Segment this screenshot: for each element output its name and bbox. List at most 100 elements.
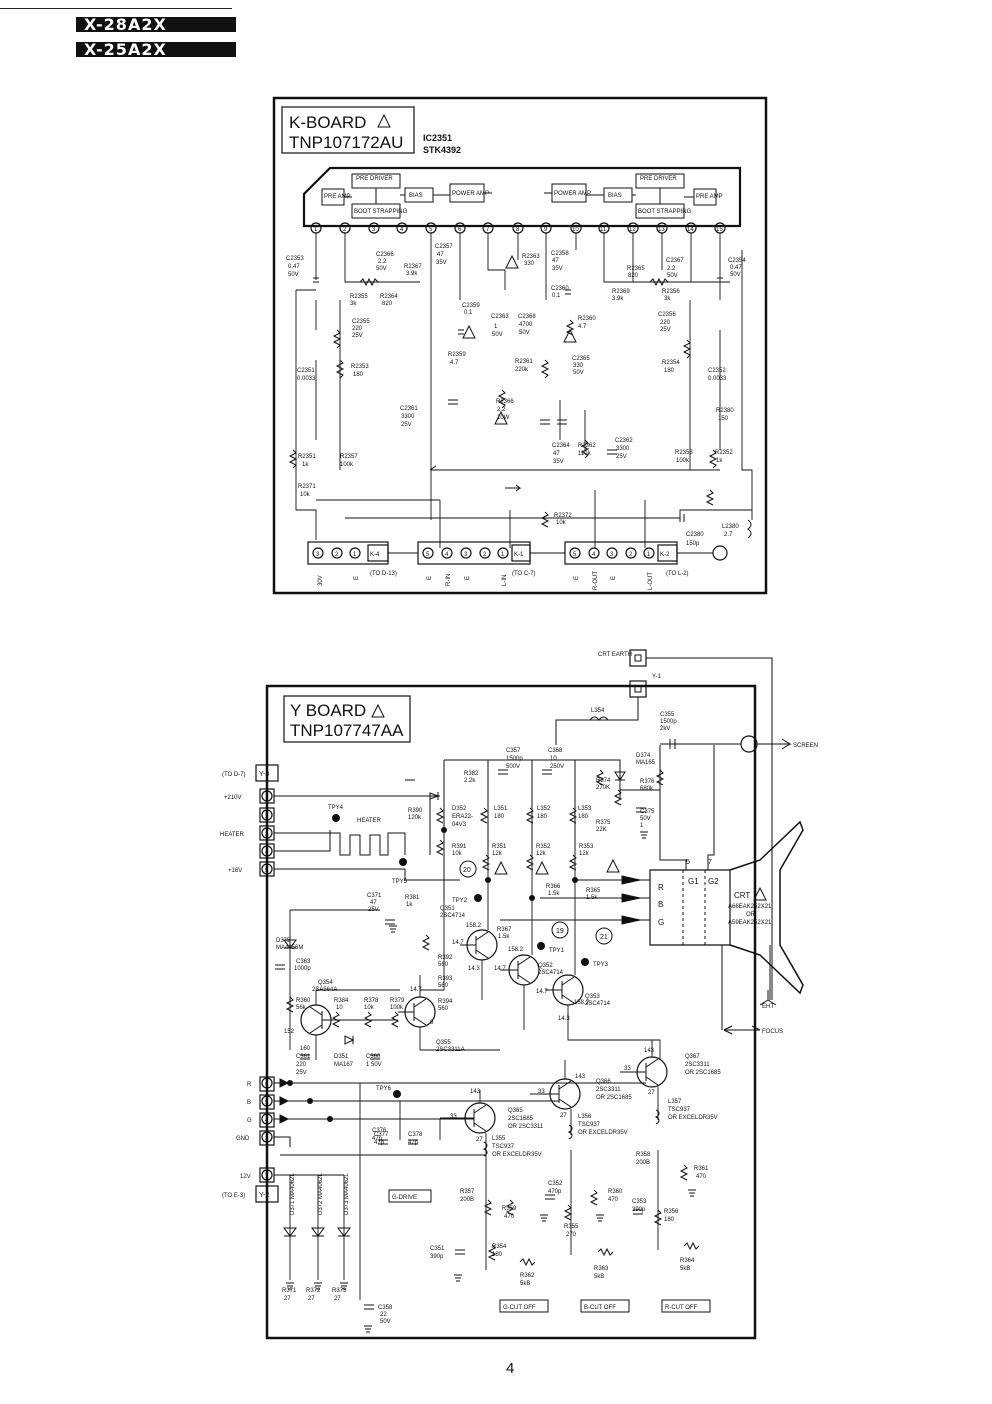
svg-text:35V: 35V <box>552 266 563 272</box>
svg-text:R359: R359 <box>502 1206 517 1212</box>
svg-text:C2359: C2359 <box>462 303 480 309</box>
svg-text:R358: R358 <box>636 1152 651 1158</box>
block-label: BIAS <box>608 193 622 199</box>
svg-text:2SC3311A: 2SC3311A <box>436 1047 465 1053</box>
svg-text:27: 27 <box>334 1296 341 1302</box>
svg-text:1k: 1k <box>406 902 413 908</box>
y1-label: Y-1 <box>652 674 661 680</box>
svg-text:4700: 4700 <box>519 322 533 328</box>
svg-text:50V: 50V <box>376 266 387 272</box>
focus-label: FOCUS <box>762 1029 783 1035</box>
svg-text:180: 180 <box>578 814 589 820</box>
y-board-title-box <box>283 695 411 743</box>
ic-pin-label: 6 <box>458 227 462 233</box>
svg-text:R366: R366 <box>546 884 561 890</box>
svg-text:12k: 12k <box>536 851 547 857</box>
svg-text:2.2: 2.2 <box>667 266 676 272</box>
svg-text:R372: R372 <box>306 1288 321 1294</box>
svg-text:50V: 50V <box>573 370 584 376</box>
circled-21: 21 <box>600 934 608 941</box>
svg-text:OR 2SC1685: OR 2SC1685 <box>596 1095 632 1101</box>
circled-19: 19 <box>556 928 564 935</box>
svg-text:D371 MA4062L: D371 MA4062L <box>290 1173 296 1215</box>
svg-text:R362: R362 <box>520 1273 535 1279</box>
k-board-frame <box>272 96 768 595</box>
ic-pin-label: 11 <box>600 227 607 233</box>
svg-text:100k: 100k <box>340 462 354 468</box>
svg-text:D372 MA4062L: D372 MA4062L <box>318 1173 324 1215</box>
svg-text:50V: 50V <box>667 273 678 279</box>
svg-text:C376: C376 <box>372 1128 387 1134</box>
svg-text:R374: R374 <box>596 778 611 784</box>
svg-text:C2353: C2353 <box>286 256 304 262</box>
ic-pin-label: 3 <box>372 227 376 233</box>
block-label: PRE AMP <box>696 194 723 200</box>
svg-text:ERA22-: ERA22- <box>452 814 473 820</box>
svg-text:10: 10 <box>336 1005 343 1011</box>
voltage: 14.3 <box>468 966 480 972</box>
signal-12v: 12V <box>240 1174 251 1180</box>
svg-text:C2355: C2355 <box>352 319 370 325</box>
svg-text:10k: 10k <box>556 520 567 526</box>
block-label: PRE DRIVER <box>356 176 393 182</box>
signal-label: 30V <box>318 575 324 586</box>
ic-pin-label: 12 <box>629 227 636 233</box>
voltage: 158.2 <box>574 1000 590 1006</box>
svg-text:1500p: 1500p <box>660 719 677 725</box>
voltage: 152 <box>284 1029 295 1035</box>
block-label: POWER AMP <box>452 191 489 197</box>
svg-text:330: 330 <box>573 363 584 369</box>
svg-text:50V: 50V <box>288 272 299 278</box>
svg-text:C2358: C2358 <box>551 251 569 257</box>
signal-label: E <box>465 576 471 580</box>
crt-gun-r: R <box>658 883 664 892</box>
signal-16v: +16V <box>228 868 242 874</box>
svg-text:R382: R382 <box>464 771 479 777</box>
svg-text:4.7: 4.7 <box>450 360 459 366</box>
signal-label: L-IN <box>502 575 508 586</box>
svg-text:TSC937: TSC937 <box>668 1107 691 1113</box>
svg-text:R361: R361 <box>694 1166 709 1172</box>
svg-text:R360: R360 <box>608 1189 623 1195</box>
conn-pin: 3 <box>265 1136 269 1142</box>
r-cutoff-label: R-CUT OFF <box>665 1305 698 1311</box>
connector-k1: K-1 <box>514 552 524 558</box>
svg-text:R2353: R2353 <box>351 364 369 370</box>
voltage: 14.7 <box>452 940 464 946</box>
svg-text:390p: 390p <box>632 1207 646 1213</box>
conn-pin: 4 <box>445 552 449 558</box>
connector-y3: Y-3 <box>259 771 269 778</box>
svg-text:C2354: C2354 <box>728 258 746 264</box>
screen-label: SCREEN <box>793 743 818 749</box>
voltage: 27 <box>476 1137 483 1143</box>
svg-text:3300: 3300 <box>401 414 415 420</box>
svg-text:1: 1 <box>494 324 498 330</box>
svg-text:C2365: C2365 <box>572 356 590 362</box>
svg-text:C2368: C2368 <box>518 314 536 320</box>
b-cutoff-label: B-CUT OFF <box>584 1305 616 1311</box>
crt-grid-g1: G1 <box>688 877 699 886</box>
svg-text:270: 270 <box>566 1232 577 1238</box>
signal-b: B <box>247 1100 251 1106</box>
svg-text:L352: L352 <box>537 806 551 812</box>
conn-pin: 5 <box>573 552 577 558</box>
svg-text:R354: R354 <box>492 1244 507 1250</box>
crt-gun-b: B <box>658 900 663 909</box>
svg-text:R2355: R2355 <box>350 294 368 300</box>
svg-text:C351: C351 <box>430 1246 445 1252</box>
svg-text:C2357: C2357 <box>435 244 453 250</box>
signal-label: E <box>574 576 580 580</box>
svg-text:C358: C358 <box>378 1305 393 1311</box>
svg-text:C2363: C2363 <box>491 314 509 320</box>
svg-text:3300: 3300 <box>616 446 630 452</box>
svg-text:4.7: 4.7 <box>578 324 587 330</box>
svg-text:50V: 50V <box>380 1319 391 1325</box>
svg-text:250V: 250V <box>550 764 564 770</box>
svg-text:25V: 25V <box>660 327 671 333</box>
svg-text:R360: R360 <box>296 998 311 1004</box>
svg-text:2.2k: 2.2k <box>464 778 476 784</box>
svg-text:180: 180 <box>494 814 505 820</box>
svg-text:C2364: C2364 <box>552 443 570 449</box>
svg-text:R2371: R2371 <box>298 484 316 490</box>
signal-label: L-OUT <box>648 572 654 590</box>
